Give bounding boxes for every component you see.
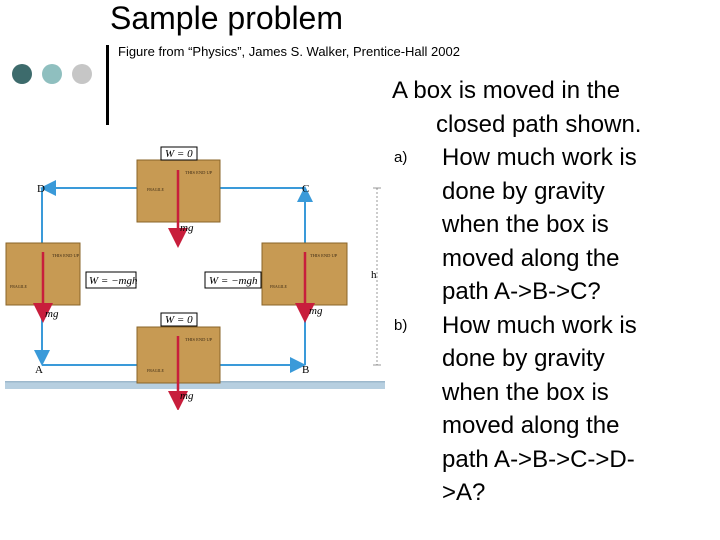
question-a: a) How much work is done by gravity when… xyxy=(392,141,718,309)
svg-text:FRAGILE: FRAGILE xyxy=(270,284,287,289)
svg-text:THIS END UP: THIS END UP xyxy=(52,253,80,258)
point-a-label: A xyxy=(35,364,43,376)
height-dimension xyxy=(373,187,381,366)
svg-text:FRAGILE: FRAGILE xyxy=(147,368,164,373)
problem-intro-line2: closed path shown. xyxy=(436,110,642,138)
work-label-left: W = −mgh xyxy=(85,271,138,289)
point-d-label: D xyxy=(37,183,45,195)
decor-dot-mid xyxy=(42,64,62,84)
question-b-marker: b) xyxy=(394,316,408,334)
slide-title: Sample problem xyxy=(110,0,343,36)
force-label-bottom: mg xyxy=(180,390,194,402)
question-b-text: How much work is done by gravity when th… xyxy=(442,311,637,507)
force-label-top: mg xyxy=(180,222,194,234)
title-divider xyxy=(106,45,109,125)
work-label-right: W = −mgh xyxy=(204,271,262,289)
question-a-marker: a) xyxy=(394,149,408,166)
question-b: b) How much work is done by gravity when… xyxy=(392,309,718,510)
figure-caption: Figure from “Physics”, James S. Walker, … xyxy=(118,44,460,59)
figure-svg: h THIS END UP FRAGILE THIS END UP FRAGIL… xyxy=(5,146,385,410)
closed-path-figure: h THIS END UP FRAGILE THIS END UP FRAGIL… xyxy=(0,140,390,410)
question-a-text: How much work is done by gravity when th… xyxy=(442,144,637,305)
decor-dot-dark xyxy=(12,64,32,84)
svg-text:W = −mgh: W = −mgh xyxy=(89,275,138,287)
floor xyxy=(5,382,385,389)
svg-text:THIS END UP: THIS END UP xyxy=(310,253,338,258)
svg-text:W = −mgh: W = −mgh xyxy=(209,275,258,287)
svg-text:THIS END UP: THIS END UP xyxy=(185,170,213,175)
decor-dot-light xyxy=(72,64,92,84)
svg-text:W = 0: W = 0 xyxy=(165,148,193,160)
point-c-label: C xyxy=(302,183,309,195)
svg-text:THIS END UP: THIS END UP xyxy=(185,337,213,342)
svg-text:W = 0: W = 0 xyxy=(165,314,193,326)
problem-text: A box is moved in the closed path shown.… xyxy=(392,74,718,510)
height-label: h xyxy=(371,269,377,281)
point-b-label: B xyxy=(302,364,309,376)
force-label-left: mg xyxy=(45,308,59,320)
work-label-top: W = 0 xyxy=(160,146,198,161)
svg-text:FRAGILE: FRAGILE xyxy=(10,284,27,289)
problem-intro-line1: A box is moved in the xyxy=(392,77,621,104)
svg-text:FRAGILE: FRAGILE xyxy=(147,187,164,192)
work-label-bottom: W = 0 xyxy=(160,312,198,327)
force-label-right: mg xyxy=(309,305,323,317)
force-arrows xyxy=(33,170,315,410)
